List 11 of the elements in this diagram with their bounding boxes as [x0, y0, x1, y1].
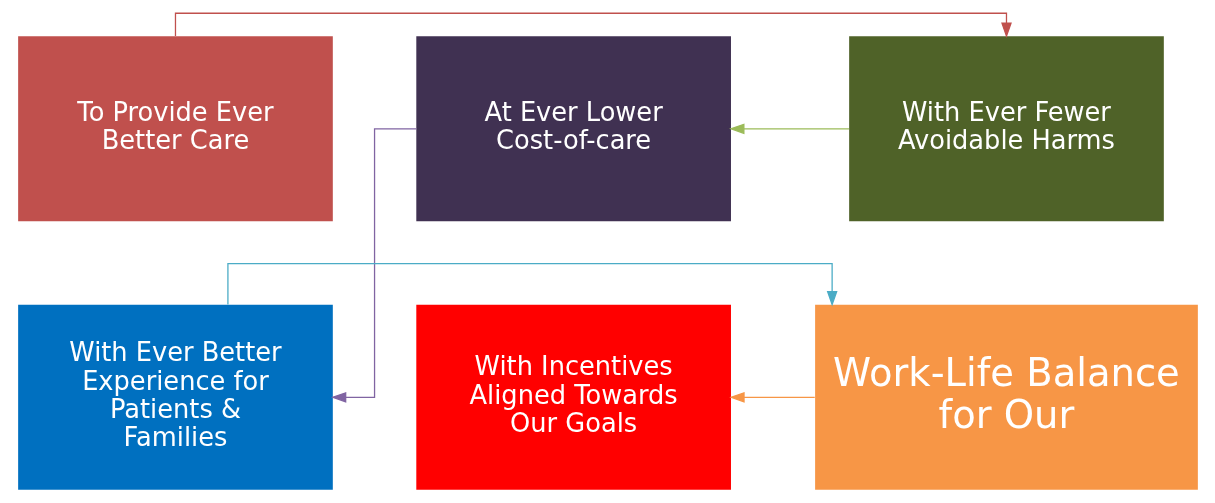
- node-box: To Provide Ever Better Care: [17, 36, 333, 222]
- arrow: [728, 391, 815, 403]
- arrow: [330, 128, 417, 403]
- node-box: With Incentives Aligned Towards Our Goals: [415, 304, 731, 490]
- arrow: [174, 12, 1012, 38]
- node-box: At Ever Lower Cost-of-care: [415, 36, 731, 222]
- node-box: With Ever Better Experience for Patients & Families: [17, 304, 333, 490]
- arrow: [728, 123, 850, 135]
- node-box: Work-Life Balance for Our: [814, 304, 1198, 490]
- node-box: With Ever Fewer Avoidable Harms: [848, 36, 1164, 222]
- arrow: [226, 263, 838, 307]
